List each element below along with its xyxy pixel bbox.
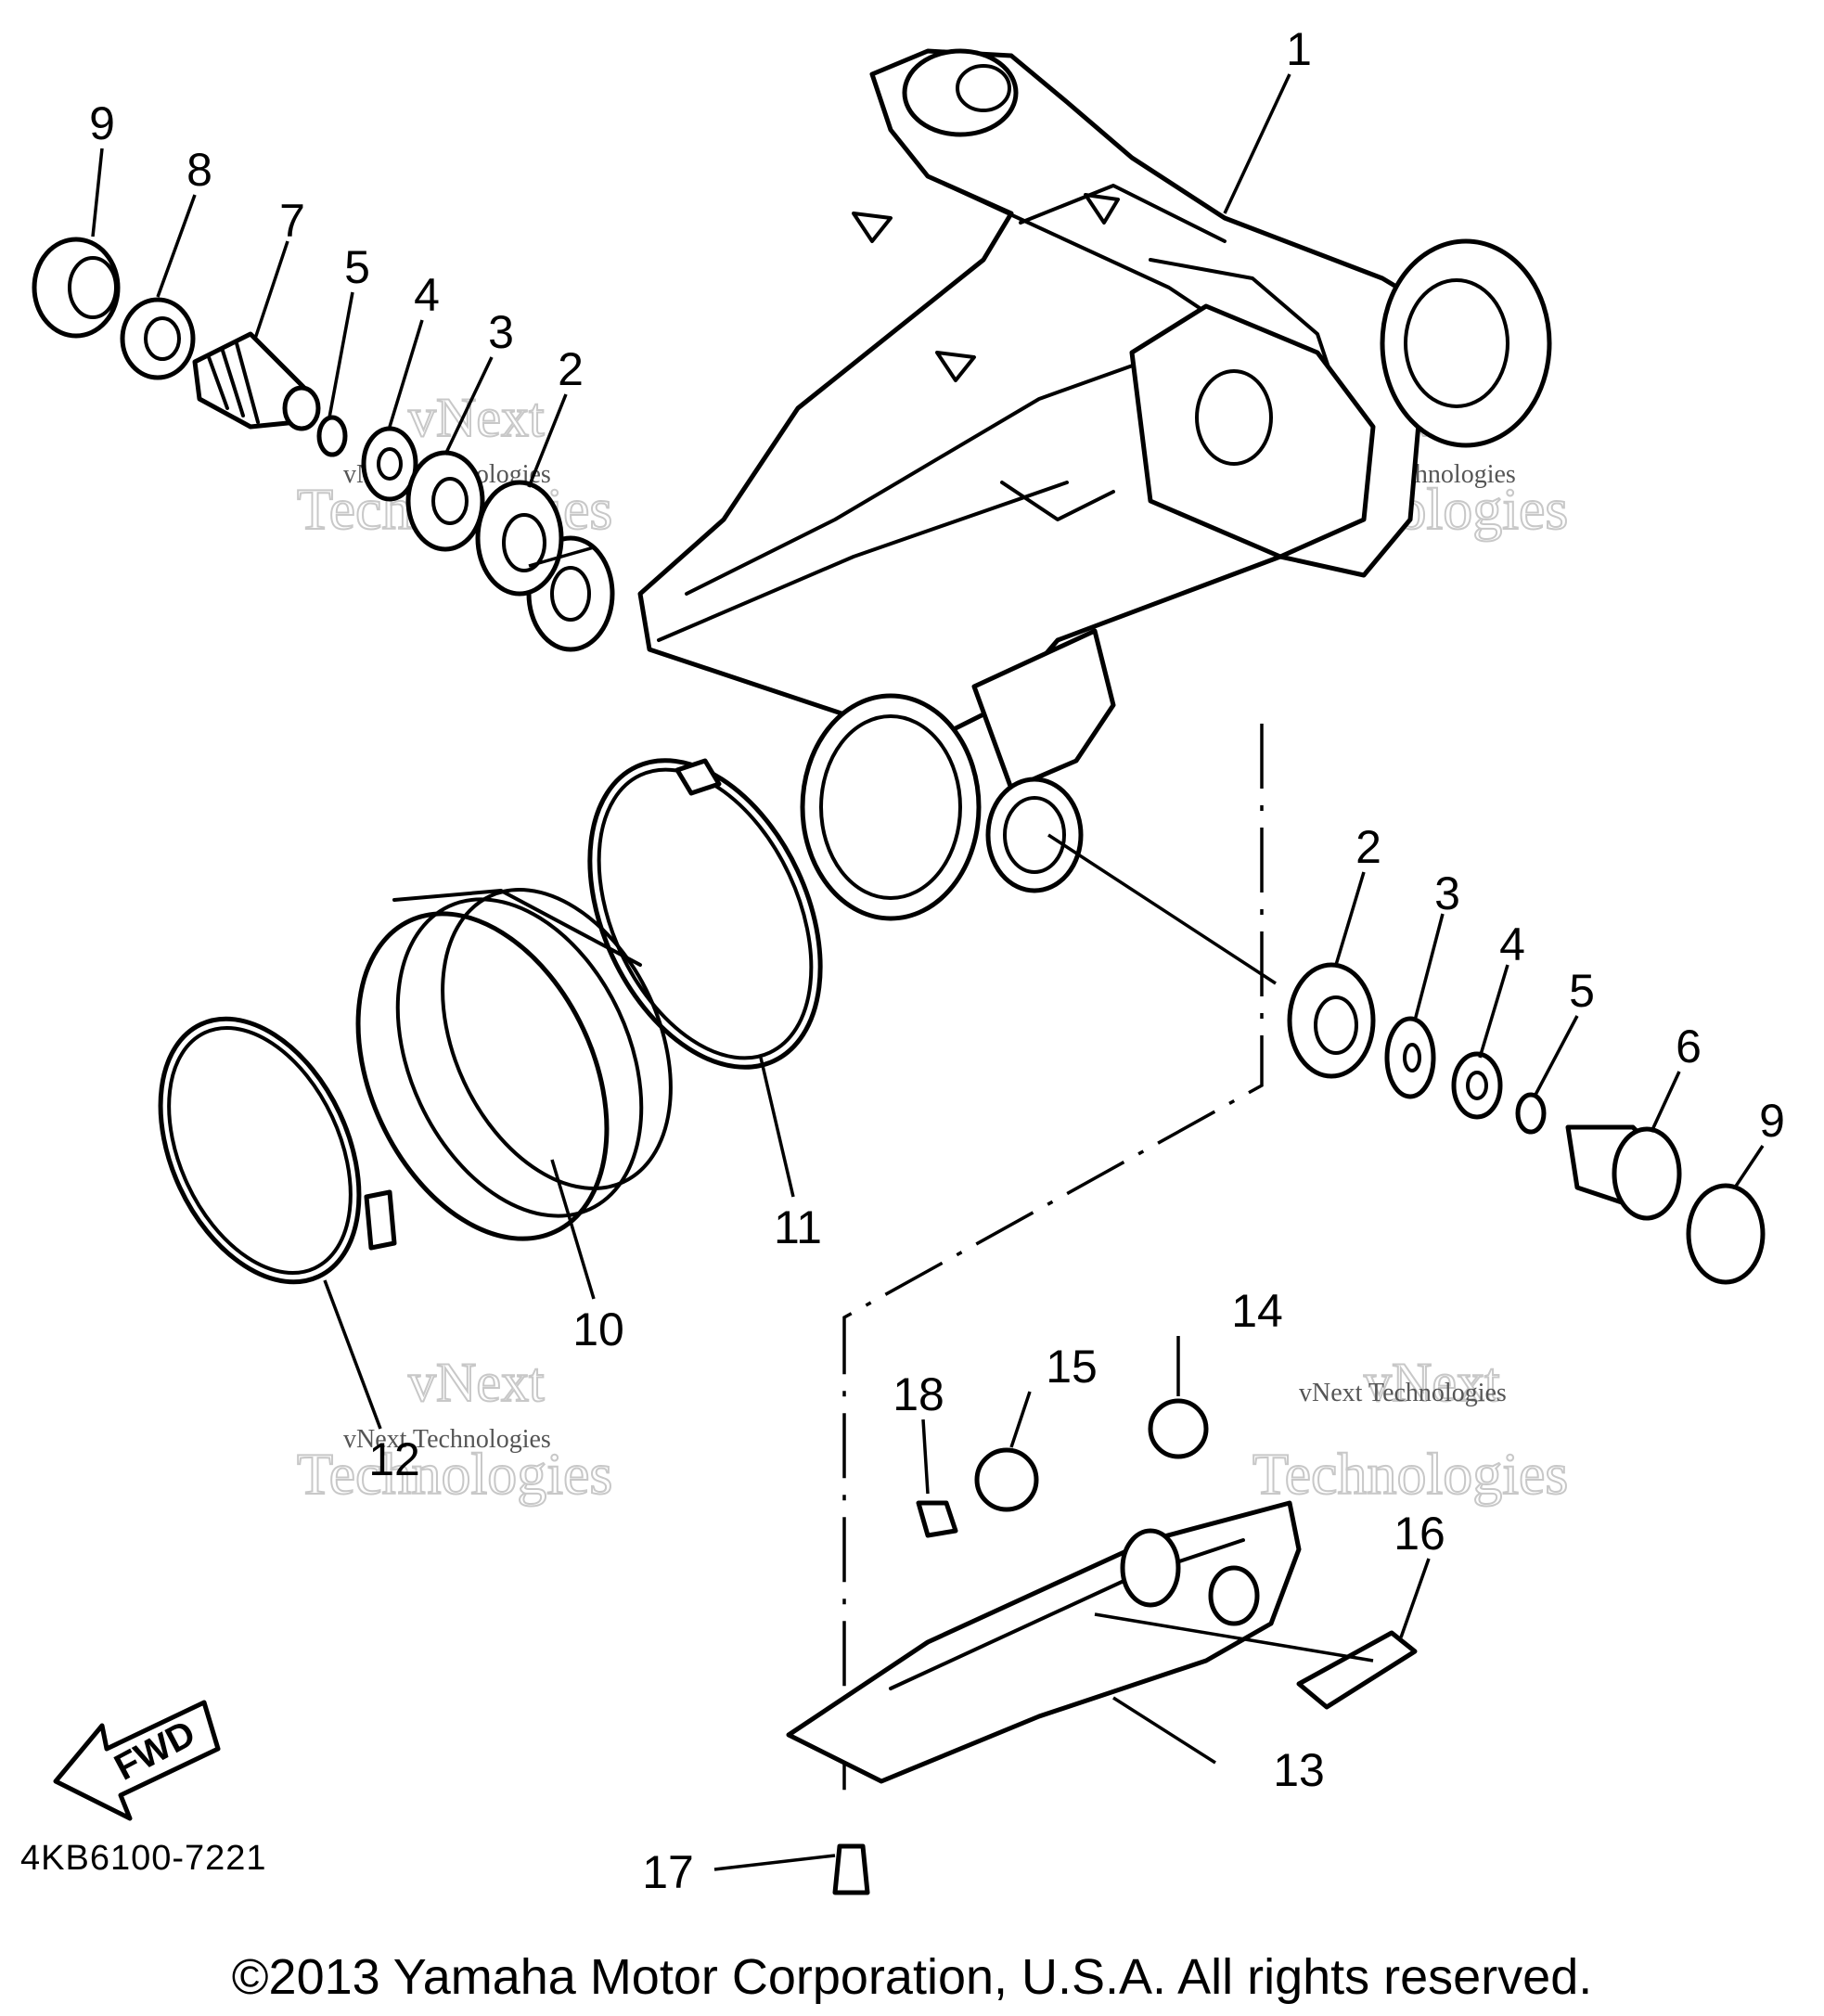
callout-18: 18	[893, 1368, 944, 1420]
part-9-left	[32, 237, 121, 339]
callout-5-left: 5	[344, 241, 370, 293]
callout-10: 10	[572, 1303, 624, 1355]
watermark-left-bottom: vNext Technologies vNext Technologies	[296, 1351, 613, 1508]
part-4-right	[1451, 1051, 1503, 1120]
fwd-arrow: FWD	[53, 1700, 221, 1821]
callout-12: 12	[368, 1433, 420, 1485]
part-6-right	[1565, 1124, 1682, 1221]
callout-8: 8	[186, 144, 212, 196]
part-9-right	[1686, 1183, 1766, 1285]
callout-15: 15	[1046, 1341, 1098, 1393]
part-5-right	[1515, 1092, 1547, 1135]
callout-14: 14	[1231, 1285, 1283, 1337]
callout-17: 17	[642, 1846, 694, 1898]
diagram-code: 4KB6100-7221	[20, 1839, 267, 1878]
swingarm-part	[526, 48, 1552, 921]
callout-9-right: 9	[1759, 1095, 1785, 1147]
callout-5-right: 5	[1569, 965, 1595, 1017]
part-10-boot	[355, 888, 673, 1241]
callout-4-right: 4	[1499, 918, 1525, 970]
callout-1: 1	[1286, 23, 1312, 75]
part-5-left	[316, 415, 348, 457]
part-14-damper	[1148, 1398, 1209, 1459]
callout-3-right: 3	[1434, 867, 1460, 919]
callout-3-left: 3	[488, 306, 514, 358]
callout-6: 6	[1676, 1021, 1702, 1072]
watermark-text: vNext	[408, 387, 545, 448]
callout-4-left: 4	[414, 269, 440, 321]
part-3-left	[405, 450, 485, 552]
part-16-pad	[1296, 1630, 1418, 1710]
part-3-right	[1384, 1016, 1436, 1099]
callout-2-right: 2	[1355, 821, 1381, 873]
part-13-cover	[786, 1500, 1302, 1784]
callout-9-left: 9	[89, 97, 115, 149]
watermark-text: vNext	[1364, 1352, 1500, 1413]
part-18-bolt	[916, 1500, 958, 1538]
part-4-left	[361, 426, 418, 502]
callout-16: 16	[1394, 1508, 1445, 1560]
part-2-left	[475, 480, 564, 597]
watermark-small-text: vNext Technologies	[343, 1425, 551, 1454]
part-8-left	[120, 297, 196, 380]
watermark-text: Technologies	[1252, 1441, 1568, 1507]
callout-11: 11	[774, 1201, 822, 1253]
callout-7: 7	[279, 195, 305, 247]
callout-2-left: 2	[558, 343, 584, 395]
watermark-small-text: vNext Technologies	[1299, 1379, 1507, 1407]
watermark-text: vNext	[408, 1352, 545, 1413]
watermark-text: Technologies	[297, 1441, 612, 1507]
part-17-bolt	[832, 1843, 870, 1895]
part-15-damper	[974, 1447, 1039, 1512]
part-7-left	[192, 331, 321, 431]
callout-13: 13	[1273, 1744, 1325, 1796]
part-2-right	[1287, 962, 1376, 1079]
copyright-text: ©2013 Yamaha Motor Corporation, U.S.A. A…	[231, 1949, 1593, 2005]
part-12-clamp	[158, 1016, 397, 1285]
watermark-right-bottom: vNext Technologies vNext Technologies	[1252, 1351, 1569, 1508]
